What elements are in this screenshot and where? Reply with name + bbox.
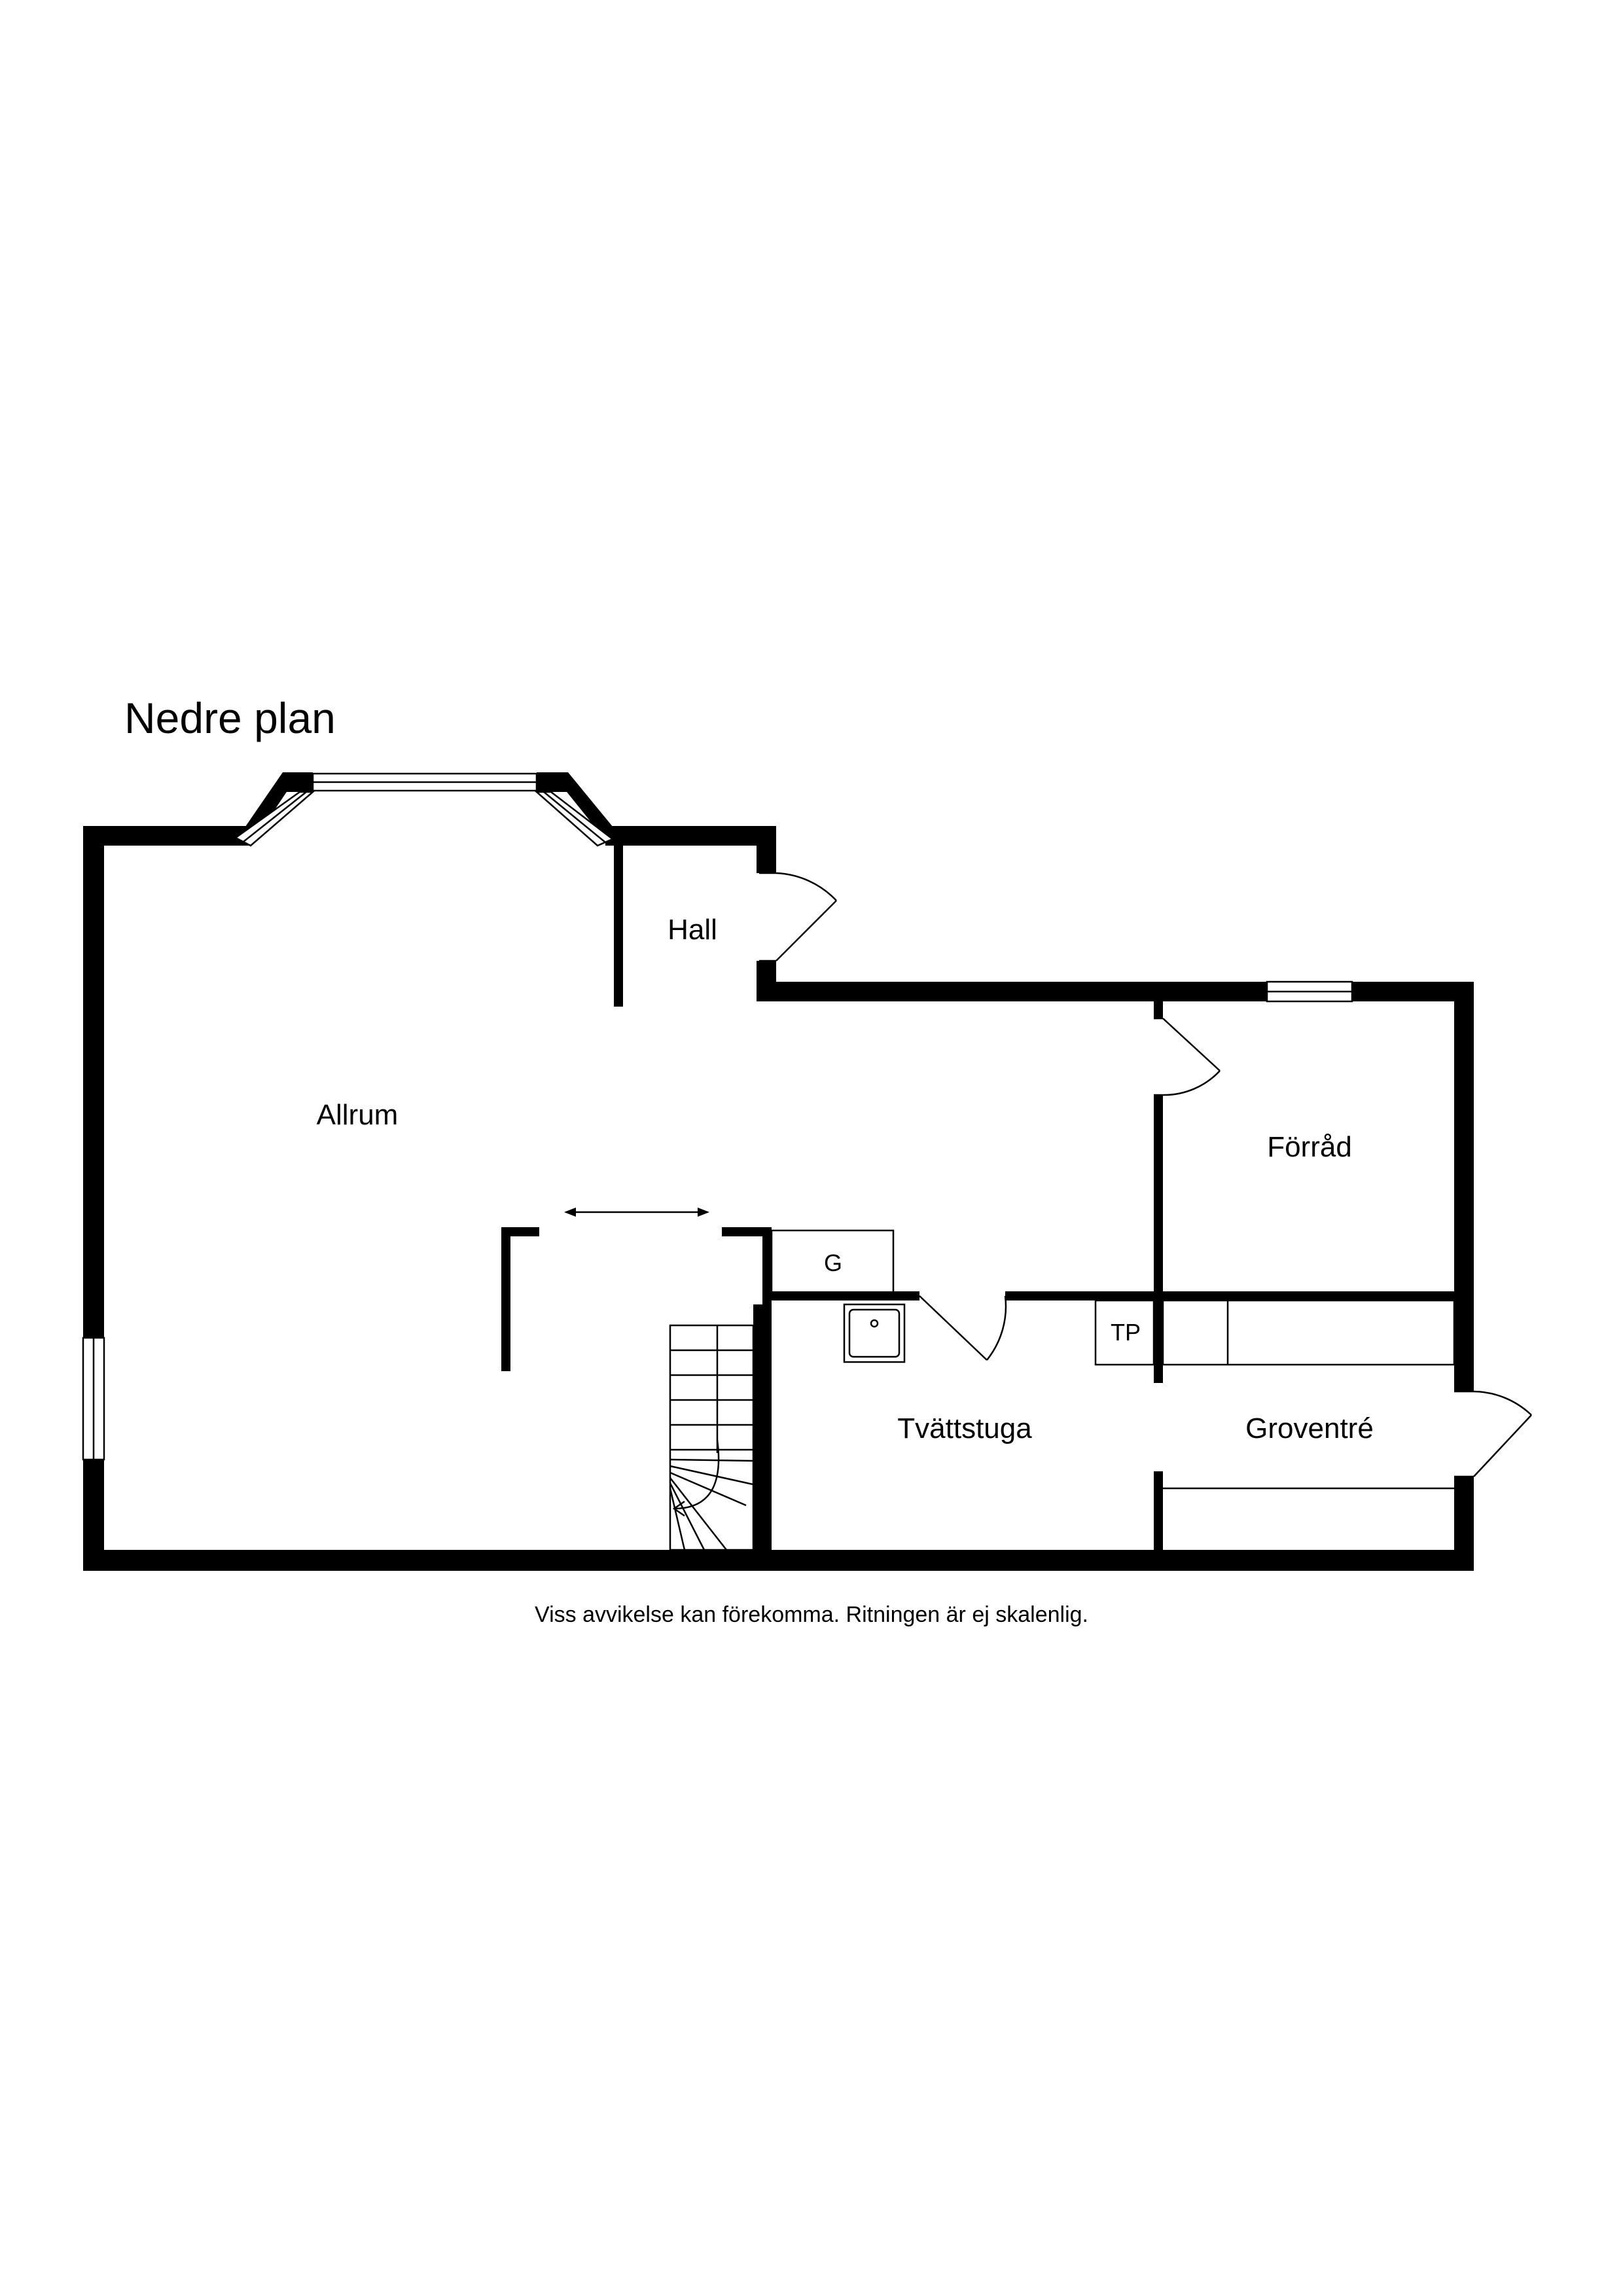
staircase (669, 1324, 755, 1551)
room-label-forrad: Förråd (1267, 1131, 1352, 1163)
sliding-opening-arrow (564, 1208, 709, 1217)
fixture-label-tp: TP (1111, 1319, 1141, 1346)
room-label-allrum: Allrum (317, 1099, 399, 1131)
fixture-label-g: G (824, 1249, 842, 1276)
windows (82, 772, 1353, 1461)
room-label-hall: Hall (668, 914, 717, 946)
exterior-walls (83, 772, 1474, 1571)
doors (759, 872, 1532, 1478)
interior-walls (501, 846, 1463, 1558)
fixtures (770, 1229, 1455, 1490)
plan-title: Nedre plan (124, 694, 336, 742)
room-label-groventre: Groventré (1245, 1412, 1374, 1444)
room-label-tvattstuga: Tvättstuga (897, 1412, 1032, 1444)
disclaimer: Viss avvikelse kan förekomma. Ritningen … (535, 1602, 1088, 1627)
